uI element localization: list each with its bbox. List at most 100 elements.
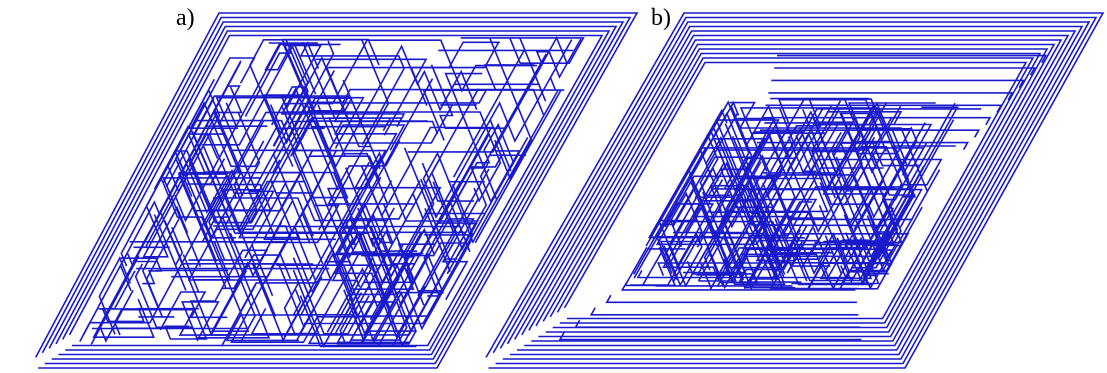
panel-b-border-6 [528, 39, 1063, 342]
panel-b-path-9 [729, 101, 929, 192]
panel-b-path-66 [762, 132, 910, 273]
panel-b-border-5 [521, 34, 1070, 347]
panel-a-path-115 [220, 231, 318, 347]
panel-b-path-32 [810, 100, 887, 192]
panel-a-path-127 [489, 38, 533, 181]
panel-b-border-8 [542, 48, 1049, 333]
panel-a-paths [34, 12, 639, 369]
panel-b-path-80 [739, 107, 889, 173]
panel-b-border-10 [556, 57, 1035, 324]
panel-a-path-69 [177, 148, 229, 289]
panel-b-path-101 [765, 174, 896, 227]
panel-b-path-67 [771, 119, 955, 286]
panel-a-path-136 [174, 42, 318, 223]
panel-a-path-43 [283, 39, 537, 105]
panel-b-path-91 [802, 109, 862, 250]
panel-a-path-105 [270, 86, 401, 126]
panel-b-path-41 [770, 97, 870, 176]
panel-b-path-62 [851, 191, 899, 269]
panel-a-path-96 [281, 38, 389, 205]
panel-a-path-102 [153, 214, 187, 291]
panel-b-border-2 [499, 21, 1091, 360]
panel-a-path-81 [187, 108, 258, 225]
panel-a-path-117 [280, 83, 361, 301]
panel-a-path-50 [238, 180, 423, 336]
panel-b-path-95 [648, 186, 904, 239]
panel-a-path-118 [162, 177, 261, 268]
panel-a-path-138 [353, 161, 442, 279]
panel-b-path-38 [671, 112, 739, 228]
panel-b-top-line-2 [771, 79, 1025, 88]
panel-b-top-line-5 [762, 116, 992, 126]
panel-b-paths [485, 12, 1105, 369]
panel-b-path-87 [662, 203, 768, 282]
panel-a-path-45 [98, 256, 163, 335]
panel-a-path-56 [270, 179, 313, 270]
panel-a-path-123 [167, 88, 239, 194]
panel-a-border-0 [34, 12, 639, 369]
panel-a-path-125 [188, 120, 283, 261]
panel-b-top-line-4 [765, 104, 1003, 113]
panel-a-path-126 [351, 180, 485, 311]
panel-a-border-1 [41, 16, 632, 365]
panel-b-top-line-6 [759, 129, 981, 138]
panel-a-path-120 [174, 119, 325, 223]
panel-a-path-39 [244, 181, 288, 297]
panel-b-path-98 [633, 147, 707, 275]
panel-b-path-86 [737, 218, 802, 283]
panel-b-path-83 [630, 232, 703, 287]
panel-b-border-7 [535, 43, 1056, 338]
panel-a-path-104 [134, 263, 220, 342]
panel-a-path-116 [101, 270, 199, 323]
panel-b-bottom-line-2 [589, 307, 859, 316]
panel-a-path-71 [90, 255, 140, 345]
panel-a-border-4 [61, 30, 611, 351]
panel-a-path-97 [334, 234, 426, 339]
panel-a-path-76 [188, 86, 352, 227]
panel-a-path-139 [197, 134, 271, 339]
panel-b-path-104 [700, 122, 926, 200]
panel-b-path-94 [747, 176, 800, 242]
panel-a-path-40 [133, 131, 219, 249]
panel-a-path-112 [424, 122, 529, 252]
panel-b-path-100 [832, 108, 982, 275]
panel-a-path-30 [336, 227, 436, 345]
panel-b-path-97 [645, 106, 776, 285]
panel-a-path-129 [187, 151, 386, 281]
panel-a-path-92 [332, 89, 488, 104]
panel-a-path-113 [82, 168, 244, 336]
panel-b-path-82 [819, 214, 873, 281]
panel-a-path-122 [171, 211, 324, 278]
panel-a-path-130 [311, 252, 423, 331]
panel-a-path-87 [307, 254, 363, 345]
panel-b-top-line-0 [777, 54, 1048, 64]
panel-a-path-66 [233, 40, 335, 195]
panel-a-path-31 [232, 124, 406, 152]
panel-a-border-5 [68, 34, 604, 347]
panel-b-top-line-3 [768, 92, 1014, 101]
panel-a-path-82 [283, 120, 428, 338]
panel-a-path-132 [527, 38, 582, 91]
panel-a-path-44 [292, 237, 408, 341]
panel-b-path-74 [669, 119, 780, 248]
panel-a-path-119 [460, 37, 585, 64]
panel-a-path-94 [237, 97, 354, 239]
panel-b-path-34 [659, 100, 750, 280]
panel-b-path-75 [831, 112, 879, 228]
panel-a-path-75 [315, 58, 428, 136]
panel-b-border-3 [506, 25, 1084, 356]
panel-b-path-107 [709, 184, 786, 275]
panel-b-border-4 [514, 30, 1077, 351]
panel-a-path-137 [304, 297, 439, 325]
panel-a-path-64 [262, 42, 341, 147]
panel-a-path-121 [191, 131, 395, 248]
panel-a-path-42 [222, 189, 277, 317]
panel-b-path-40 [633, 201, 679, 279]
panel-a-path-134 [272, 55, 372, 148]
panel-b-path-105 [809, 146, 943, 186]
panel-a-path-90 [444, 72, 498, 201]
panel-b-border-11 [563, 61, 1028, 320]
